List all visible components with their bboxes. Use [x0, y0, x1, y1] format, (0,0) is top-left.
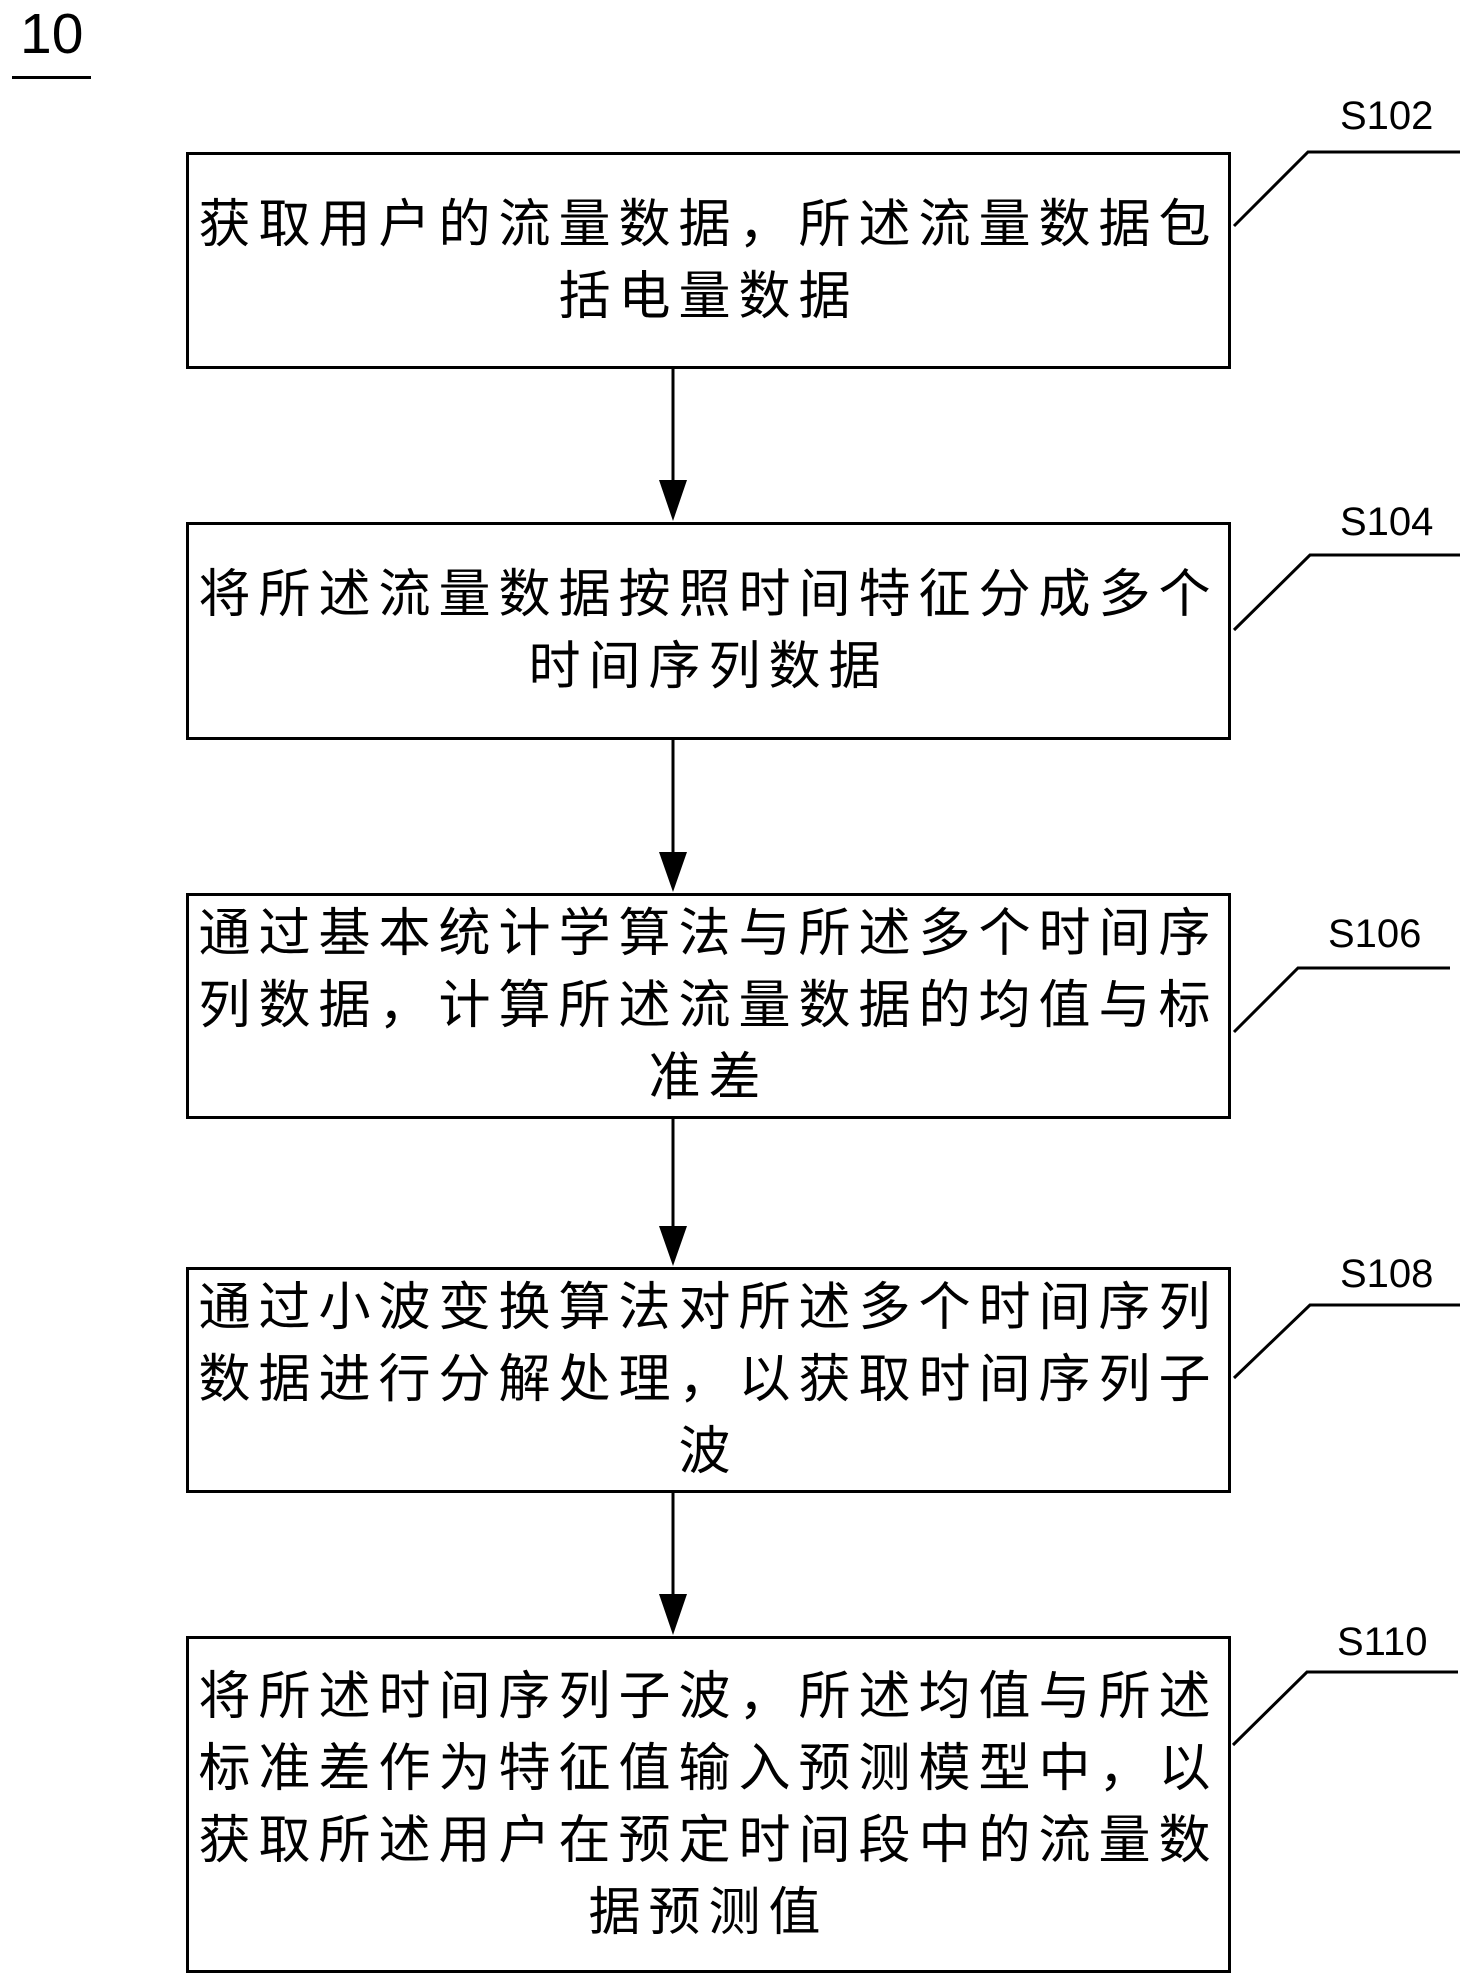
- step-text-s106: 通过基本统计学算法与所述多个时间序 列数据，计算所述流量数据的均值与标 准差: [198, 904, 1219, 1108]
- arrow-s106-to-s108: [659, 1118, 687, 1266]
- figure-number-underline: [12, 76, 91, 79]
- step-box-s108: 通过小波变换算法对所述多个时间序列 数据进行分解处理，以获取时间序列子 波: [186, 1267, 1231, 1493]
- leader-line-s106: [1232, 966, 1450, 1034]
- step-text-s104: 将所述流量数据按照时间特征分成多个 时间序列数据: [198, 565, 1219, 697]
- leader-line-s108: [1232, 1303, 1460, 1380]
- arrow-s102-to-s104: [659, 368, 687, 521]
- step-text-s110: 将所述时间序列子波，所述均值与所述 标准差作为特征值输入预测模型中，以 获取所述…: [198, 1666, 1219, 1943]
- arrow-s104-to-s106: [659, 739, 687, 892]
- leader-line-s104: [1232, 553, 1460, 632]
- step-box-s106: 通过基本统计学算法与所述多个时间序 列数据，计算所述流量数据的均值与标 准差: [186, 893, 1231, 1119]
- step-box-s104: 将所述流量数据按照时间特征分成多个 时间序列数据: [186, 522, 1231, 740]
- leader-line-s102: [1232, 150, 1460, 228]
- leader-line-s110: [1231, 1670, 1458, 1747]
- step-label-s110: S110: [1337, 1620, 1428, 1664]
- step-text-s102: 获取用户的流量数据，所述流量数据包 括电量数据: [198, 194, 1219, 327]
- figure-number: 10: [20, 2, 84, 66]
- step-text-s108: 通过小波变换算法对所述多个时间序列 数据进行分解处理，以获取时间序列子 波: [198, 1278, 1219, 1482]
- step-label-s104: S104: [1340, 500, 1434, 544]
- arrow-s108-to-s110: [659, 1492, 687, 1635]
- step-box-s110: 将所述时间序列子波，所述均值与所述 标准差作为特征值输入预测模型中，以 获取所述…: [186, 1636, 1231, 1973]
- step-label-s106: S106: [1328, 912, 1422, 956]
- step-box-s102: 获取用户的流量数据，所述流量数据包 括电量数据: [186, 152, 1231, 369]
- step-label-s108: S108: [1340, 1252, 1434, 1296]
- step-label-s102: S102: [1340, 94, 1434, 138]
